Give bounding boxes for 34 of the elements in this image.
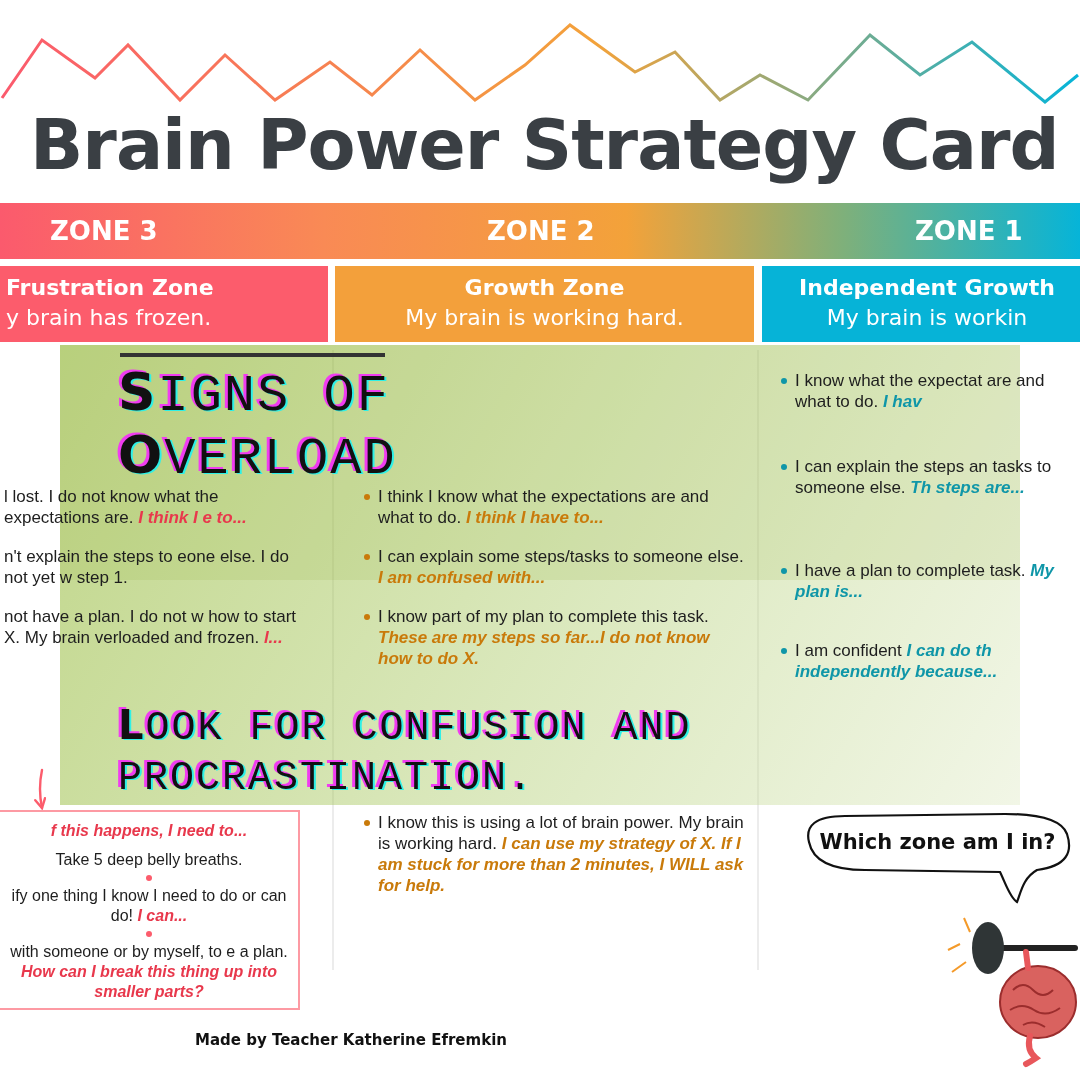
zone-heading: Frustration Zone — [6, 274, 214, 302]
zone-header-panel — [335, 266, 754, 342]
action-step: with someone or by myself, to e a plan. How can I break this thing up into smaller parts? — [6, 942, 292, 1002]
speech-bubble — [805, 812, 1070, 904]
action-box — [0, 810, 300, 1010]
bullet-item: I know this is using a lot of brain power. My brain is working hard. I can use my strategy of X. If I am stuck for more than 2 minutes, I WILL ask for help. — [362, 812, 747, 896]
zone-label: ZONE 2 — [487, 216, 595, 246]
zone-subtitle: y brain has frozen. — [6, 304, 212, 332]
card-title: Brain Power Strategy Card — [30, 103, 1059, 188]
bullet-item: I am confident I can do th independently because... — [779, 640, 1077, 682]
credit-text: Made by Teacher Katherine Efremkin — [195, 1030, 507, 1050]
action-step: Take 5 deep belly breaths. — [55, 850, 243, 870]
statement-text: n't explain the steps to eone else. I do not yet w step 1. — [4, 546, 290, 588]
zone-label: ZONE 1 — [915, 216, 1023, 246]
zone-subtitle: My brain is working hard. — [405, 304, 684, 332]
zone-heading: Growth Zone — [464, 274, 625, 302]
zone-heading: Independent Growth — [799, 274, 1055, 302]
overlay-heading: SIGNS OF OVERLOAD — [118, 363, 398, 489]
bullet-item: I can explain some steps/tasks to someone else. I am confused with... — [362, 546, 747, 588]
zone-header-panel — [0, 266, 328, 342]
arrow — [34, 768, 47, 810]
overlay-subheading: LOOK FOR CONFUSION AND PROCRASTINATION. — [118, 701, 693, 803]
bullet-item: I have a plan to complete task. My plan is... — [779, 560, 1077, 602]
bullet-item: I think I know what the expectations are and what to do. I think I have to... — [362, 486, 747, 528]
zone-label: ZONE 3 — [50, 216, 158, 246]
zone-header-panel — [762, 266, 1080, 342]
bullet-item: I know part of my plan to complete this task. These are my steps so far...I do not know how to do X. — [362, 606, 747, 669]
action-step: ify one thing I know I need to do or can do! I can... — [6, 886, 292, 926]
statement-text: not have a plan. I do not w how to start X. My brain verloaded and frozen. l... — [4, 606, 297, 648]
action-heading: f this happens, I need to... — [50, 821, 248, 841]
zone-subtitle: My brain is workin — [826, 304, 1028, 332]
bullet-item: I know what the expectat are and what to do. I hav — [779, 370, 1077, 412]
speech-text: Which zone am I in? — [819, 829, 1056, 856]
bullet-item: I can explain the steps an tasks to someone else. Th steps are... — [779, 456, 1077, 498]
